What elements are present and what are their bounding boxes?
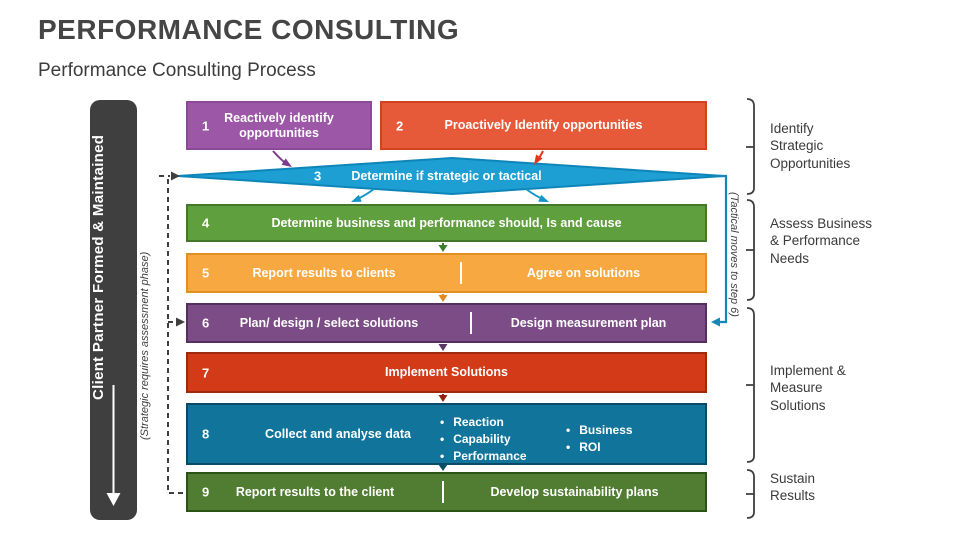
step-4-box: 4 Determine business and performance sho… — [186, 204, 707, 242]
step-7-label: Implement Solutions — [385, 365, 508, 380]
step-2-label: Proactively Identify opportunities — [444, 118, 643, 133]
step-8-bullets-column-2: Business ROI — [566, 422, 633, 456]
phase-label-implement: Implement & Measure Solutions — [770, 363, 846, 413]
step-2-box: 2 Proactively Identify opportunities — [380, 101, 707, 150]
step-7-number: 7 — [202, 365, 210, 380]
phase-bracket-2 — [746, 199, 755, 301]
step-9-label-right: Develop sustainability plans — [490, 484, 659, 499]
dashed-feedback-line — [159, 175, 183, 494]
phase-bracket-1 — [746, 98, 755, 195]
step-5-number: 5 — [202, 265, 210, 281]
phase-bracket-4 — [746, 469, 755, 519]
tactical-connector-line — [714, 174, 728, 324]
page-subtitle: Performance Consulting Process — [38, 60, 316, 81]
arrow-step4-to-step5 — [438, 243, 448, 252]
step-9-number: 9 — [202, 484, 210, 500]
arrow-step8-to-step9 — [438, 464, 448, 471]
arrow-step7-to-step8 — [438, 394, 448, 402]
arrow-step5-to-step6 — [438, 294, 448, 302]
step-5-box: 5 Report results to clients Agree on sol… — [186, 253, 707, 293]
dashed-arrowhead-to-diamond — [171, 171, 180, 181]
step-4-label: Determine business and performance shoul… — [271, 215, 622, 230]
step-6-label-left: Plan/ design / select solutions — [239, 315, 419, 330]
page-title: PERFORMANCE CONSULTING — [38, 14, 460, 45]
step-7-box: 7 Implement Solutions — [186, 352, 707, 393]
step-6-number: 6 — [202, 315, 210, 331]
step-6-box: 6 Plan/ design / select solutions Design… — [186, 303, 707, 343]
step-3-number: 3 — [314, 168, 322, 184]
note-tactical-moves-to-step-6: (Tactical moves to step 6) — [728, 192, 740, 317]
step-1-number: 1 — [202, 118, 210, 133]
bullet-item: ROI — [566, 439, 633, 456]
step-8-bullets-column-1: Reaction Capability Performance — [440, 414, 527, 465]
phase-label-identify: Identify Strategic Opportunities — [770, 121, 851, 171]
step-6-label-right: Design measurement plan — [510, 315, 667, 330]
step-4-number: 4 — [202, 215, 210, 231]
step-5-label-left: Report results to clients — [252, 265, 396, 280]
step-5-label-right: Agree on solutions — [526, 265, 641, 280]
bullet-item: Reaction — [440, 414, 527, 431]
phase-label-assess: Assess Business & Performance Needs — [770, 216, 873, 266]
bullet-item: Performance — [440, 448, 526, 465]
client-partner-bar-label: Client Partner Formed & Maintained — [90, 134, 107, 400]
step-1-label: Reactively identify opportunities — [224, 111, 334, 140]
phase-bracket-3 — [746, 307, 755, 463]
step-9-label-left: Report results to the client — [235, 484, 395, 499]
step-9-divider — [442, 481, 444, 503]
step-8-box: 8 Collect and analyse data Reaction Capa… — [186, 403, 707, 465]
note-strategic-requires-assessment: (Strategic requires assessment phase) — [139, 251, 151, 440]
step-8-label: Collect and analyse data — [265, 427, 411, 441]
step-8-number: 8 — [202, 426, 210, 442]
bullet-item: Business — [566, 422, 632, 439]
step-1-box: 1 Reactively identify opportunities — [186, 101, 372, 150]
tactical-arrowhead — [711, 317, 720, 327]
phase-label-sustain: Sustain Results — [770, 471, 816, 504]
bullet-item: Capability — [440, 431, 527, 448]
arrow-step2-to-diamond — [536, 150, 544, 162]
step-9-box: 9 Report results to the client Develop s… — [186, 472, 707, 512]
client-partner-bar: Client Partner Formed & Maintained — [90, 100, 137, 520]
step-3-text: 3 Determine if strategic or tactical — [186, 161, 707, 191]
step-3-label: Determine if strategic or tactical — [351, 169, 542, 183]
step-2-number: 2 — [396, 118, 404, 133]
dashed-arrowhead-to-step-6 — [176, 317, 185, 327]
step-5-divider — [460, 262, 462, 284]
step-6-divider — [470, 312, 472, 334]
arrow-step6-to-step7 — [438, 344, 448, 351]
